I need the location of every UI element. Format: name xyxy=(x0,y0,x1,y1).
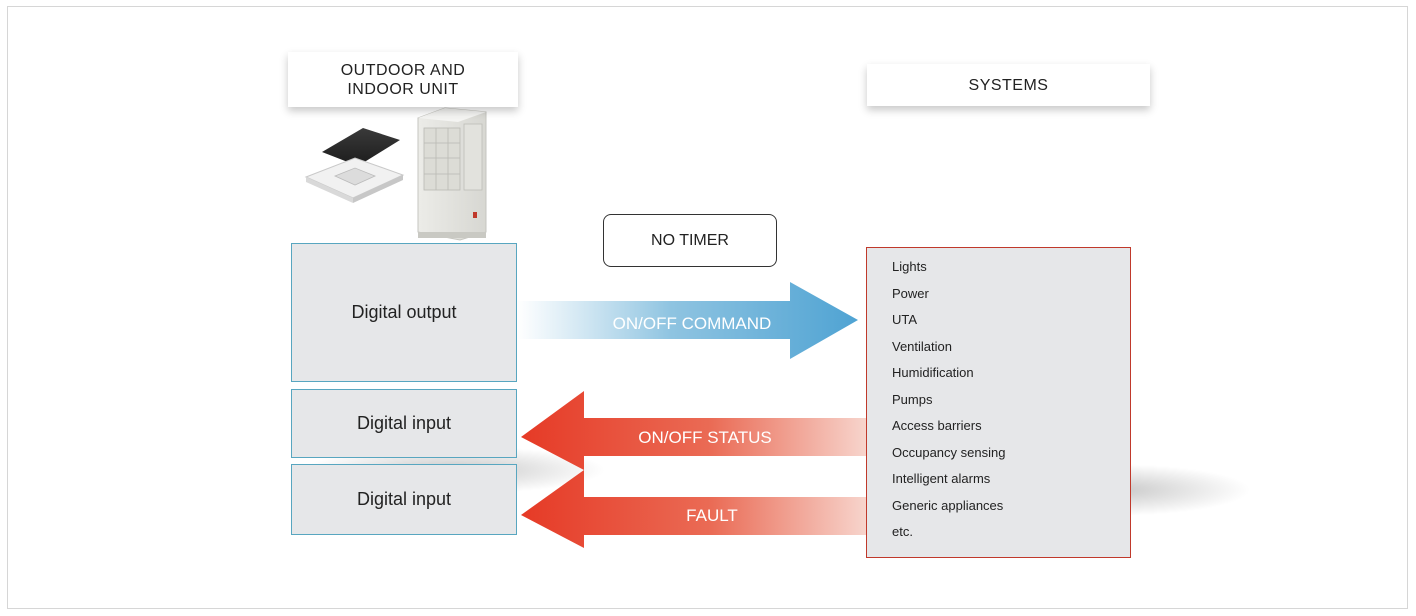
systems-list-item: Occupancy sensing xyxy=(892,444,1006,460)
systems-list-item: Lights xyxy=(892,259,927,274)
digital-output-box: Digital output xyxy=(291,243,517,382)
systems-list-item: Ventilation xyxy=(892,338,952,354)
digital-input-box-1: Digital input xyxy=(291,389,517,458)
fault-arrow-label: FAULT xyxy=(686,506,738,525)
systems-list-item: Power xyxy=(892,285,929,301)
outdoor-indoor-unit-header: OUTDOOR AND INDOOR UNIT xyxy=(288,52,518,107)
status-arrow-label: ON/OFF STATUS xyxy=(638,428,771,447)
digital-input-label: Digital input xyxy=(356,489,452,509)
digital-output-label: Digital output xyxy=(351,302,457,322)
systems-list-box: Lights Power UTA Ventilation Humidificat… xyxy=(866,247,1131,558)
fault-arrow xyxy=(521,470,866,548)
systems-list-item: Intelligent alarms xyxy=(892,471,991,486)
command-arrow-label: ON/OFF COMMAND xyxy=(613,314,772,333)
systems-list-item: Access barriers xyxy=(892,418,982,433)
outdoor-unit-icon xyxy=(417,107,487,241)
systems-list-item: UTA xyxy=(892,312,918,327)
command-arrow xyxy=(517,282,858,359)
systems-list-item: etc. xyxy=(892,524,913,539)
systems-list: Lights Power UTA Ventilation Humidificat… xyxy=(892,254,1130,546)
digital-input-box-2: Digital input xyxy=(291,464,517,535)
systems-list-item: Generic appliances xyxy=(892,497,1004,513)
systems-list-item: Humidification xyxy=(892,365,974,380)
status-arrow xyxy=(521,391,866,470)
systems-list-item: Pumps xyxy=(892,391,933,407)
digital-input-label: Digital input xyxy=(356,413,452,433)
systems-header: SYSTEMS xyxy=(867,64,1150,106)
indoor-unit-icon xyxy=(304,128,405,203)
timer-mode-box: NO TIMER xyxy=(603,214,777,267)
